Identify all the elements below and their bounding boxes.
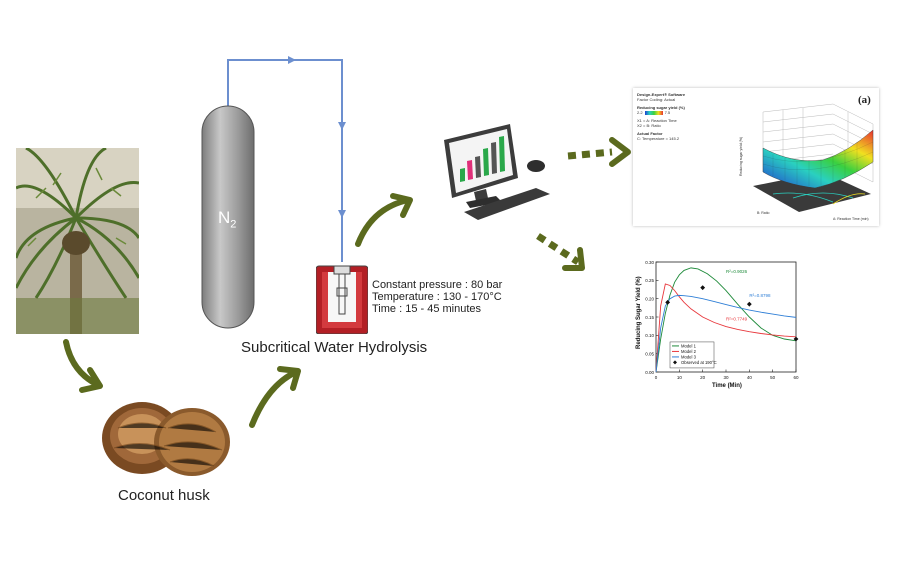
r2-label: R²=0.7749: [726, 317, 748, 322]
surface-colorbar: 2.2 7.5: [637, 110, 685, 115]
surface-response: Reducing sugar yield (%): [637, 105, 685, 110]
legend-label: Observed at 190°C: [681, 360, 717, 365]
surface-plot: Reducing sugar yield (%) B: Ratio A: Rea…: [739, 103, 874, 221]
surface-range-low: 2.2: [637, 110, 643, 115]
surface-colorbar-fill: [644, 110, 663, 115]
yield-chart-panel: 0.00 0.05 0.10 0.15 0.20 0.25 0.30 0 10 20 30 40 50…: [634, 254, 800, 390]
observed-point: [746, 301, 752, 307]
y-tick-label: 0.30: [645, 260, 654, 265]
arrow-husk-to-reactor: [249, 369, 299, 428]
computer-icon: [444, 124, 550, 220]
reaction-conditions: Constant pressure : 80 bar Temperature :…: [372, 279, 502, 315]
y-tick-label: 0.25: [645, 278, 654, 283]
nitrogen-cylinder-system: [201, 56, 346, 329]
y-tick-label: 0.00: [645, 370, 654, 375]
dotted-arrow-to-chart: [536, 233, 580, 265]
observed-point: [793, 336, 799, 342]
subcritical-label: Subcritical Water Hydrolysis: [241, 339, 428, 356]
surface-legend-text: Design-Expert® Software Factor Coding: A…: [637, 92, 685, 141]
surface-coding: Factor Coding: Actual: [637, 97, 676, 102]
legend-label: Model 3: [681, 355, 697, 360]
observed-point: [665, 299, 671, 305]
surface-panel-label: (a): [858, 94, 871, 106]
reactor-vessel: [316, 265, 368, 334]
monitor-bars: [460, 136, 505, 182]
gas-pipe: [227, 59, 343, 262]
gas-label: N2: [218, 208, 236, 230]
x-tick-label: 50: [770, 375, 776, 380]
y-axis-label: Reducing Sugar Yield (%): [636, 276, 642, 349]
x-axis-label: Time (Min): [712, 383, 742, 389]
r2-label: R²=0.9026: [726, 269, 748, 274]
arrow-reactor-to-computer: [355, 197, 411, 247]
series-line-1: [655, 267, 797, 373]
legend-label: Model 2: [681, 349, 697, 354]
y-ticks: 0.00 0.05 0.10 0.15 0.20 0.25 0.30: [645, 260, 659, 375]
series-line-2: [655, 283, 797, 373]
surface-x1: X1 = A: Reaction Time: [637, 118, 677, 123]
surface-actual-value: C: Temperature = 145.2: [637, 136, 680, 141]
coconut-husk-label: Coconut husk: [118, 487, 210, 504]
arrow-tree-to-husk: [63, 339, 101, 388]
legend-label: Model 1: [681, 344, 697, 349]
x-tick-label: 0: [655, 375, 658, 380]
yield-chart: 0.00 0.05 0.10 0.15 0.20 0.25 0.30 0 10 20 30 40 50…: [636, 260, 799, 389]
gas-subscript: 2: [230, 218, 237, 231]
r2-label: R²=0.8798: [749, 293, 771, 298]
y-tick-label: 0.05: [645, 351, 654, 356]
pressure-condition: Constant pressure : 80 bar: [372, 279, 503, 291]
nitrogen-cylinder: [201, 105, 255, 329]
coconut-tree-photo: [16, 148, 139, 334]
response-surface-panel: (a) Design-Expert® Software Factor Codin…: [633, 88, 879, 226]
coconut-husk-image: [102, 402, 230, 476]
surface-b-axis: B: Ratio: [757, 211, 770, 215]
surface-software: Design-Expert® Software: [637, 92, 686, 97]
dotted-arrow-to-surface: [567, 148, 613, 160]
y-tick-label: 0.20: [645, 296, 654, 301]
series-layer: [655, 267, 799, 373]
x-tick-label: 30: [723, 375, 729, 380]
surface-mesh: [762, 129, 874, 189]
surface-a-axis: A: Reaction Time (min): [833, 217, 869, 221]
surface-x2: X2 = B: Ratio: [637, 123, 661, 128]
y-tick-label: 0.15: [645, 315, 654, 320]
x-tick-label: 60: [793, 375, 799, 380]
x-tick-label: 20: [700, 375, 706, 380]
surface-range-high: 7.5: [664, 110, 671, 115]
x-tick-label: 40: [747, 375, 753, 380]
legend-marker: [673, 360, 677, 365]
temperature-condition: Temperature : 130 - 170°C: [372, 291, 502, 303]
y-tick-label: 0.10: [645, 333, 654, 338]
surface-z-axis: Reducing sugar yield (%): [739, 137, 743, 176]
x-tick-label: 10: [677, 375, 683, 380]
observed-point: [700, 285, 706, 291]
time-condition: Time : 15 - 45 minutes: [372, 303, 482, 315]
surface-actual-factor: Actual Factor: [637, 131, 663, 136]
x-ticks: 0 10 20 30 40 50 60: [655, 369, 799, 380]
gas-symbol: N: [218, 208, 231, 227]
